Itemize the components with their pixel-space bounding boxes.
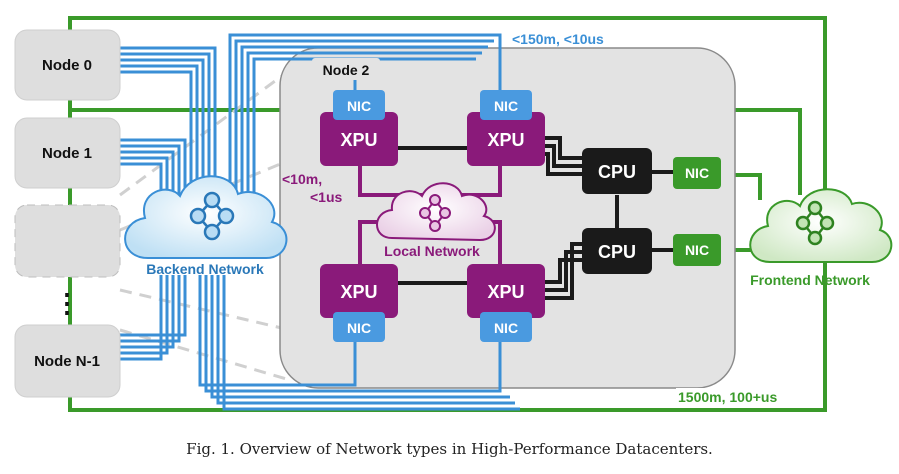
- svg-text:CPU: CPU: [598, 242, 636, 262]
- nic-xpu-top-right: NIC: [480, 90, 532, 120]
- nic-cpu-top: NIC: [673, 157, 721, 189]
- backend-network-icon: [189, 191, 235, 241]
- svg-text:XPU: XPU: [340, 282, 377, 302]
- svg-text:XPU: XPU: [487, 130, 524, 150]
- svg-text:NIC: NIC: [347, 98, 371, 114]
- latency-frontend-label: 1500m, 100+us: [678, 389, 777, 405]
- nic-xpu-bottom-right: NIC: [480, 312, 532, 342]
- nic-xpu-top-left: NIC: [333, 90, 385, 120]
- svg-text:XPU: XPU: [487, 282, 524, 302]
- svg-text:CPU: CPU: [598, 162, 636, 182]
- node-1: Node 1: [14, 117, 121, 189]
- nic-xpu-bottom-left: NIC: [333, 312, 385, 342]
- xpu-bottom-right: XPU: [467, 264, 545, 318]
- svg-text:Node 1: Node 1: [42, 145, 92, 162]
- xpu-bottom-left: XPU: [320, 264, 398, 318]
- backend-network-cloud: [124, 175, 288, 259]
- svg-text:XPU: XPU: [340, 130, 377, 150]
- cpu-bottom: CPU: [582, 228, 652, 274]
- node-n-1: Node N-1: [14, 324, 121, 398]
- figure-caption: Fig. 1. Overview of Network types in Hig…: [186, 440, 713, 458]
- svg-text:Node N-1: Node N-1: [34, 353, 100, 370]
- xpu-top-left: XPU: [320, 112, 398, 166]
- node-2-label: Node 2: [323, 62, 370, 78]
- compute-links: [395, 136, 675, 300]
- frontend-network-icon: [795, 200, 835, 246]
- latency-backend-label: <150m, <10us: [512, 31, 604, 47]
- node-0: Node 0: [14, 29, 121, 101]
- latency-local-label-line2: <1us: [310, 189, 343, 205]
- latency-local-label-line1: <10m,: [282, 171, 322, 187]
- local-network-label: Local Network: [384, 243, 480, 259]
- node-placeholder: [14, 204, 121, 278]
- frontend-network-label: Frontend Network: [750, 272, 870, 288]
- svg-text:Node 0: Node 0: [42, 57, 92, 74]
- backend-network-label: Backend Network: [146, 261, 264, 277]
- xpu-top-right: XPU: [467, 112, 545, 166]
- local-network-cloud: [376, 182, 496, 242]
- svg-text:NIC: NIC: [494, 98, 518, 114]
- node-ellipsis: ⋮: [54, 288, 80, 318]
- svg-text:NIC: NIC: [685, 165, 709, 181]
- svg-text:NIC: NIC: [494, 320, 518, 336]
- backend-links: [120, 33, 520, 411]
- svg-text:NIC: NIC: [685, 242, 709, 258]
- nic-cpu-bottom: NIC: [673, 234, 721, 266]
- frontend-network-cloud: [749, 188, 893, 263]
- svg-text:NIC: NIC: [347, 320, 371, 336]
- local-network-icon: [419, 194, 451, 232]
- network-diagram: Node 0 Node 1 ⋮ Node N-1 Node 2: [14, 16, 893, 412]
- cpu-top: CPU: [582, 148, 652, 194]
